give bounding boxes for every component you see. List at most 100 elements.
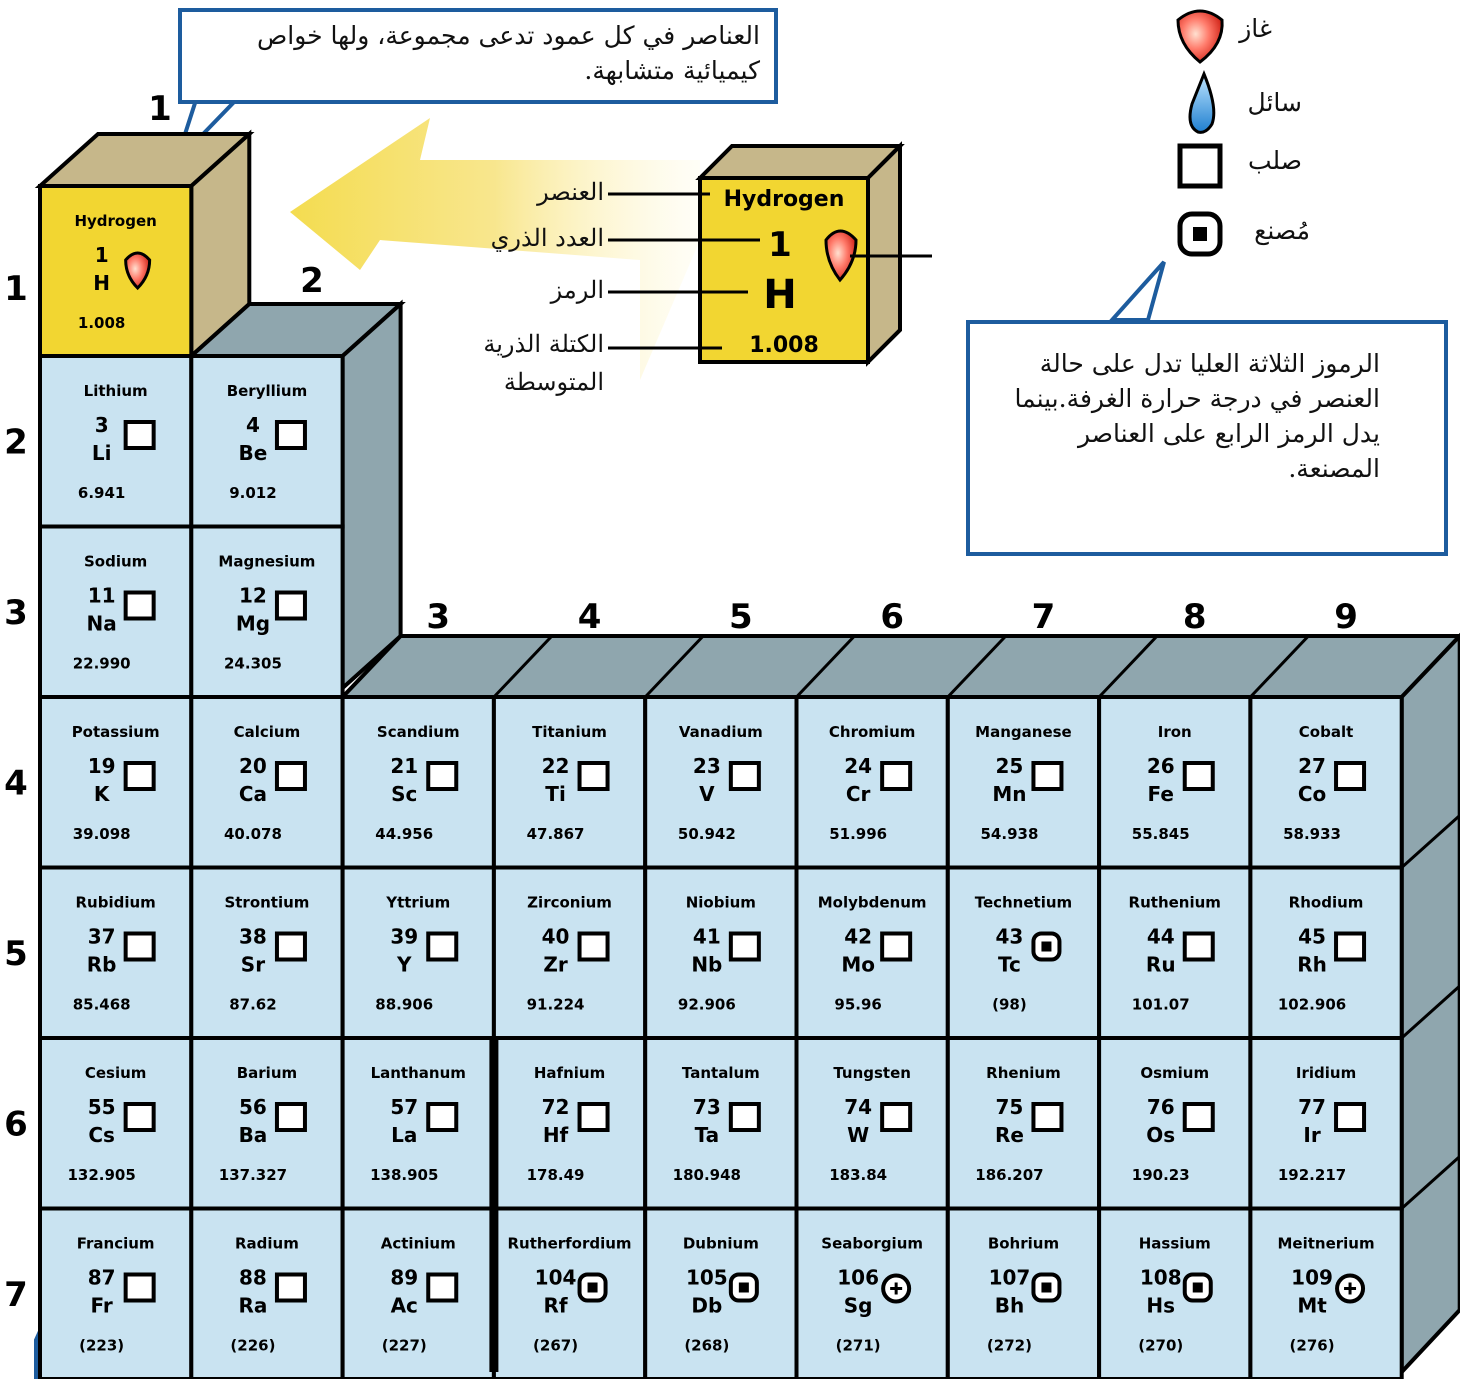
synthetic-state-icon — [577, 1272, 608, 1303]
atomic-number: 77 — [1298, 1095, 1326, 1119]
solid-state-icon — [577, 931, 610, 962]
group-number: 4 — [578, 597, 602, 637]
key-mass: 1.008 — [749, 333, 819, 358]
atomic-number: 75 — [996, 1095, 1024, 1119]
solid-state-icon — [274, 590, 307, 621]
element-symbol: Ac — [391, 1294, 418, 1318]
cell-box — [1097, 865, 1253, 1040]
element-symbol: Ba — [239, 1123, 268, 1147]
solid-state-icon — [426, 761, 459, 791]
top-face-divider — [795, 634, 856, 699]
atomic-number: 11 — [88, 584, 116, 608]
atomic-mass: (271) — [836, 1337, 881, 1355]
atomic-number: 109 — [1291, 1266, 1333, 1290]
solid-state-icon — [1334, 761, 1367, 791]
element-symbol: Y — [396, 953, 412, 977]
right-callout: الرموز الثلاثة العليا تدل على حالة العنص… — [966, 320, 1448, 556]
cell-box — [38, 865, 194, 1040]
atomic-mass: 88.906 — [375, 996, 433, 1014]
top-face-divider — [1098, 634, 1159, 699]
atomic-mass: 85.468 — [73, 996, 131, 1014]
element-symbol: Cr — [846, 782, 871, 806]
atomic-mass: 44.956 — [375, 825, 433, 843]
cell-box — [794, 865, 950, 1040]
atomic-mass: 54.938 — [981, 825, 1039, 843]
atomic-number: 72 — [542, 1095, 570, 1119]
key-label-element: العنصر — [537, 178, 604, 206]
synthetic-state-icon — [1031, 931, 1062, 962]
element-name: Actinium — [381, 1235, 456, 1253]
period-number: 6 — [4, 1104, 28, 1144]
element-name: Hafnium — [534, 1064, 605, 1082]
main-top-face — [337, 634, 1460, 699]
cell-box — [945, 695, 1102, 870]
solid-state-icon — [123, 1272, 156, 1303]
element-symbol: Fe — [1148, 782, 1174, 806]
element-name: Tantalum — [682, 1064, 760, 1082]
atomic-mass: (268) — [684, 1337, 729, 1355]
element-symbol: Bh — [995, 1294, 1024, 1318]
atomic-number: 57 — [390, 1095, 418, 1119]
atomic-number: 40 — [542, 925, 570, 949]
element-name: Cobalt — [1299, 723, 1354, 741]
element-name: Rhodium — [1289, 894, 1364, 912]
element-name: Hassium — [1139, 1235, 1211, 1253]
element-symbol: Rh — [1297, 953, 1327, 977]
cell-box — [38, 184, 194, 358]
cell-box — [189, 865, 345, 1040]
element-symbol: Mn — [992, 782, 1026, 806]
solid-state-icon — [274, 1102, 307, 1132]
atomic-number: 38 — [239, 925, 267, 949]
atomic-mass: 192.217 — [1278, 1166, 1346, 1184]
element-name: Ruthenium — [1129, 894, 1221, 912]
element-name: Titanium — [532, 723, 607, 741]
element-symbol: Sg — [844, 1294, 873, 1318]
atomic-number: 27 — [1298, 754, 1326, 778]
group-number: 6 — [880, 597, 904, 637]
synthetic-core — [587, 1282, 598, 1293]
right-side-face — [1399, 632, 1460, 1378]
atomic-mass: 183.84 — [829, 1166, 887, 1184]
group2-side-face — [340, 299, 403, 693]
solid-state-icon — [1182, 761, 1215, 791]
element-name: Molybdenum — [818, 894, 927, 912]
atomic-number: 19 — [88, 754, 116, 778]
group-number: 8 — [1183, 597, 1207, 637]
solid-state-icon — [728, 1102, 761, 1132]
solid-state-icon — [728, 931, 761, 962]
period-number: 3 — [4, 593, 28, 633]
element-symbol: Co — [1298, 782, 1326, 806]
solid-state-icon — [728, 761, 761, 791]
atomic-number: 26 — [1147, 754, 1175, 778]
atomic-number: 24 — [844, 754, 872, 778]
element-symbol: Db — [691, 1294, 722, 1318]
solid-state-icon — [123, 931, 156, 962]
synthetic-core — [1041, 1282, 1052, 1293]
element-symbol: Tc — [998, 953, 1021, 977]
solid-state-icon — [577, 761, 610, 791]
legend-liquid: سائل — [1247, 88, 1302, 117]
element-symbol: W — [847, 1123, 869, 1147]
atomic-mass: 22.990 — [73, 655, 131, 673]
atomic-mass: 9.012 — [229, 484, 276, 502]
synthetic-core — [1192, 1282, 1203, 1293]
atomic-number: 108 — [1140, 1266, 1182, 1290]
atomic-mass: 6.941 — [78, 484, 125, 502]
atomic-number: 43 — [996, 925, 1024, 949]
